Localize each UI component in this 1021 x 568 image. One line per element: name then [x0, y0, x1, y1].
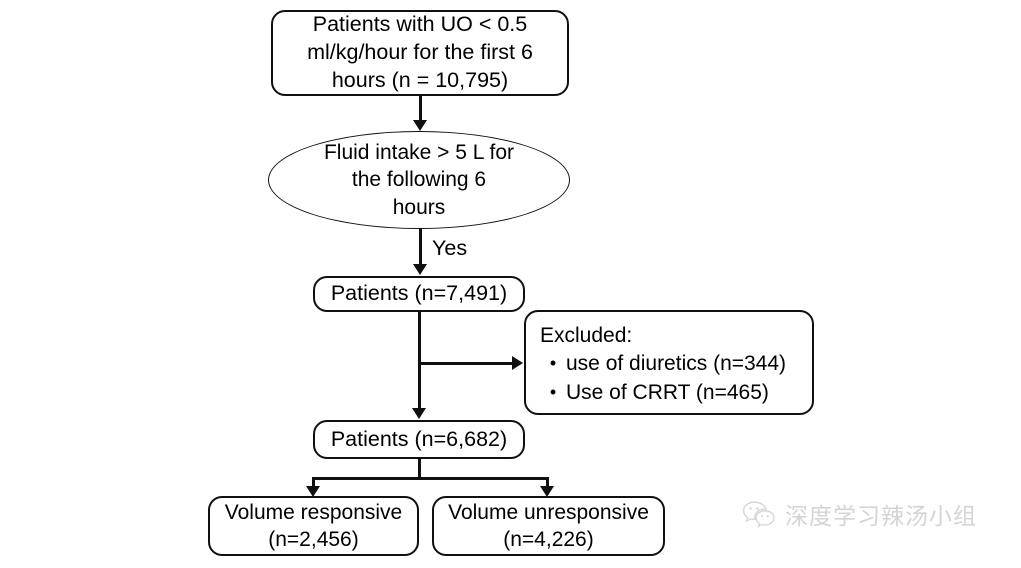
edge-label-yes: Yes — [432, 236, 468, 260]
connector-to-volume-unresponsive — [546, 477, 549, 489]
node-cohort-initial: Patients with UO < 0.5 ml/kg/hour for th… — [271, 10, 569, 96]
node-volume-responsive: Volume responsive (n=2,456) — [208, 496, 419, 556]
watermark-text: 深度学习辣汤小组 — [785, 504, 977, 530]
node-cohort-initial-label: Patients with UO < 0.5 ml/kg/hour for th… — [307, 12, 533, 92]
node-patients-7491: Patients (n=7,491) — [313, 276, 525, 312]
node-patients-7491-label: Patients (n=7,491) — [330, 281, 508, 306]
node-excluded-item-label: use of diuretics (n=344) — [566, 352, 787, 376]
node-decision-fluid-intake: Fluid intake > 5 L for the following 6 h… — [268, 131, 570, 229]
arrowhead-cohort-to-decision-icon — [413, 120, 427, 131]
connector-to-volume-responsive — [312, 477, 315, 489]
node-volume-unresponsive: Volume unresponsive (n=4,226) — [432, 496, 665, 556]
connector-cohort-to-decision — [419, 96, 422, 122]
node-excluded: Excluded: • use of diuretics (n=344) • U… — [524, 310, 814, 415]
arrowhead-to-volume-unresponsive-icon — [540, 486, 554, 497]
arrowhead-decision-to-patients1-icon — [413, 264, 427, 275]
node-excluded-list: • use of diuretics (n=344) • Use of CRRT… — [540, 351, 812, 406]
node-decision-fluid-intake-label: Fluid intake > 5 L for the following 6 h… — [323, 141, 515, 219]
node-volume-unresponsive-label: Volume unresponsive (n=4,226) — [448, 500, 649, 551]
watermark: 深度学习辣汤小组 — [742, 497, 977, 531]
node-patients-6682: Patients (n=6,682) — [313, 420, 525, 459]
bullet-icon: • — [549, 381, 557, 402]
connector-to-excluded — [419, 362, 514, 365]
node-excluded-title: Excluded: — [540, 324, 633, 347]
wechat-logo-icon — [742, 500, 776, 528]
node-patients-6682-label: Patients (n=6,682) — [330, 426, 508, 451]
bullet-icon: • — [549, 353, 557, 374]
arrowhead-to-volume-responsive-icon — [306, 486, 320, 497]
arrowhead-patients1-to-patients2-icon — [412, 408, 426, 419]
connector-patients1-to-patients2 — [418, 312, 421, 410]
connector-decision-to-patients1 — [419, 229, 422, 266]
list-item: • Use of CRRT (n=465) — [540, 380, 812, 406]
node-excluded-item-label: Use of CRRT (n=465) — [566, 380, 769, 404]
node-volume-responsive-label: Volume responsive (n=2,456) — [224, 500, 403, 551]
arrowhead-to-excluded-icon — [512, 356, 523, 370]
list-item: • use of diuretics (n=344) — [540, 351, 812, 377]
connector-outcome-split — [312, 477, 549, 480]
connector-patients2-trunk — [418, 459, 421, 480]
